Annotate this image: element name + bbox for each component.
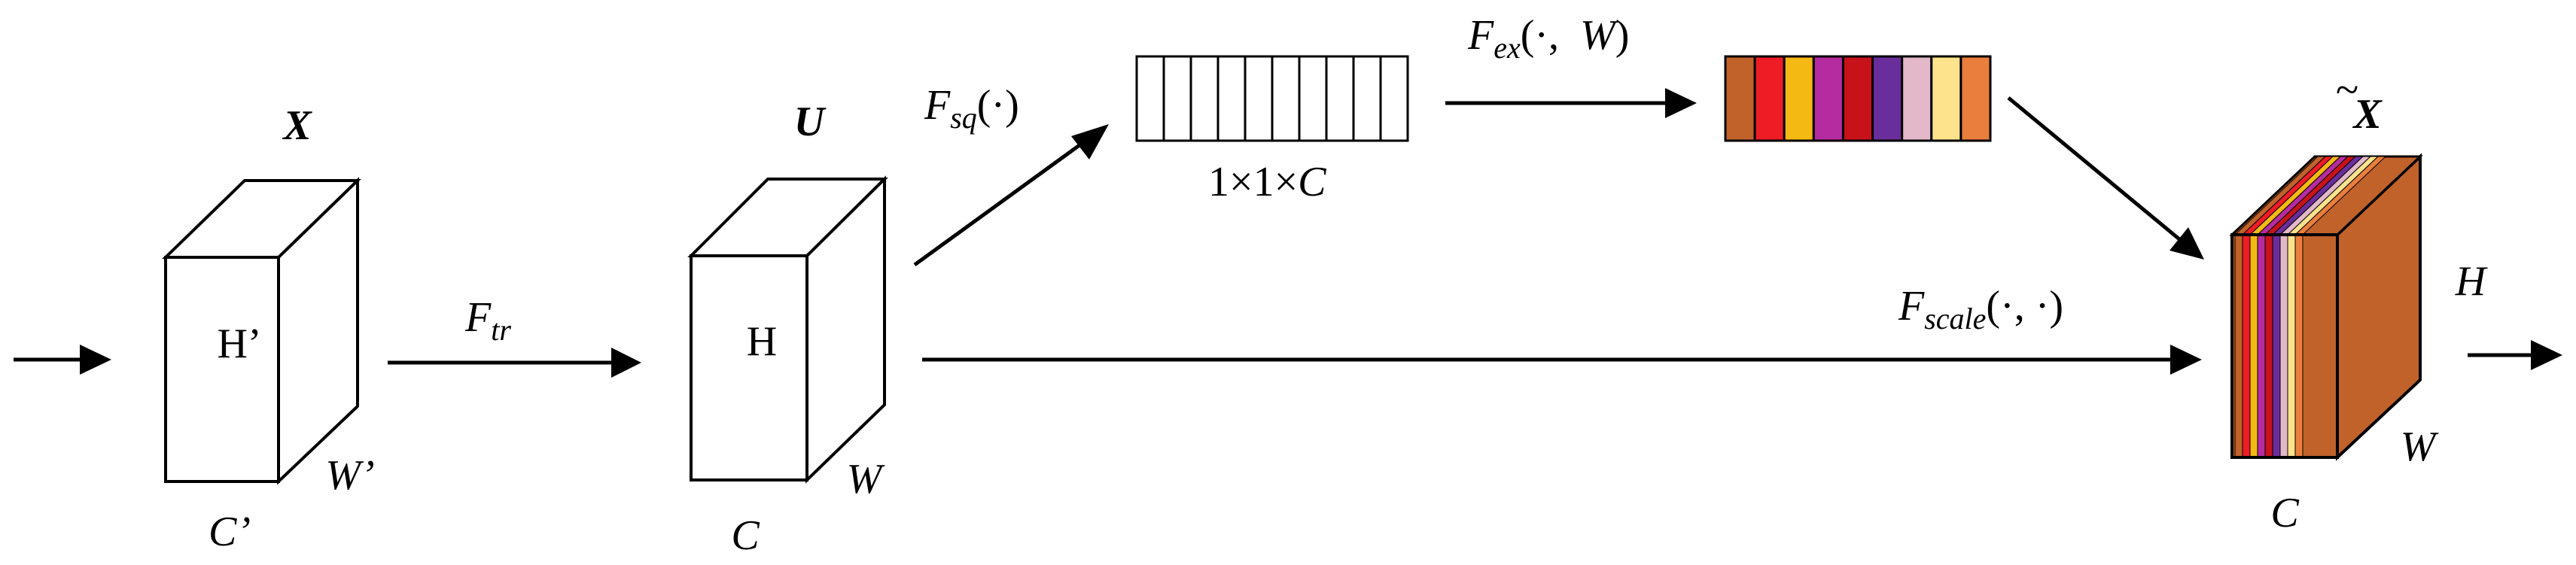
squeeze-cell xyxy=(1379,55,1409,142)
squeeze-cell xyxy=(1244,55,1274,142)
output-arrow xyxy=(2468,340,2562,370)
weight-cell xyxy=(1753,55,1786,142)
weights-to-output-arrow xyxy=(2007,96,2204,260)
output-channel-strip xyxy=(2287,234,2296,458)
squeeze-label: Fsq(·) xyxy=(924,82,1019,135)
squeeze-cell xyxy=(1271,55,1301,142)
squeeze-cell xyxy=(1189,55,1219,142)
squeeze-cell xyxy=(1135,55,1165,142)
output-tensor-box xyxy=(2229,153,2423,461)
output-channel-strip xyxy=(2234,234,2243,458)
input-channels-label: C’ xyxy=(209,509,251,555)
input-tensor-label: X xyxy=(282,102,312,149)
squeeze-cell xyxy=(1298,55,1328,142)
squeeze-arrow xyxy=(913,124,1109,267)
feature-width-label: W xyxy=(847,456,885,503)
weight-cell xyxy=(1841,55,1874,142)
scale-label: Fscale(·, ·) xyxy=(1898,283,2063,336)
output-channel-strip xyxy=(2294,234,2303,458)
weight-cell xyxy=(1812,55,1844,142)
scale-arrow xyxy=(922,345,2202,375)
input-width-label: W’ xyxy=(325,452,374,499)
output-channel-strip xyxy=(2257,234,2266,458)
squeeze-cell xyxy=(1162,55,1192,142)
squeeze-cell xyxy=(1325,55,1355,142)
feature-tensor-label: U xyxy=(794,99,827,145)
weights-vector xyxy=(1724,55,1992,142)
weight-cell xyxy=(1901,55,1933,142)
output-channel-strip xyxy=(2279,234,2288,458)
output-channel-strip xyxy=(2264,234,2273,458)
output-channel-strip xyxy=(2272,234,2281,458)
feature-tensor-box xyxy=(687,175,888,484)
weight-cell xyxy=(1783,55,1815,142)
output-channel-strip xyxy=(2249,234,2258,458)
squeeze-vector xyxy=(1135,55,1409,142)
output-tensor-label: X xyxy=(2352,91,2383,138)
excitation-label: Fex(·,W) xyxy=(1467,12,1629,65)
feature-channels-label: C xyxy=(731,512,760,559)
output-height-label: H xyxy=(2455,258,2488,305)
feature-height-label: H xyxy=(747,318,777,365)
input-arrow xyxy=(14,345,111,375)
output-channel-strip xyxy=(2242,234,2251,458)
excitation-arrow xyxy=(1445,88,1697,118)
weight-cell xyxy=(1871,55,1904,142)
weight-cell xyxy=(1930,55,1962,142)
input-tensor-box xyxy=(162,177,361,485)
weight-cell xyxy=(1959,55,1992,142)
output-channels-label: C xyxy=(2270,490,2299,536)
squeeze-shape-label: 1×1×C xyxy=(1208,159,1326,205)
input-height-label: H’ xyxy=(217,320,261,367)
weight-cell xyxy=(1724,55,1756,142)
squeeze-cell xyxy=(1352,55,1382,142)
squeeze-cell xyxy=(1216,55,1247,142)
output-tensor-tilde: ~ xyxy=(2336,67,2358,114)
output-width-label: W xyxy=(2401,424,2439,470)
transform-arrow xyxy=(388,348,641,378)
transform-label: Ftr xyxy=(464,294,511,347)
